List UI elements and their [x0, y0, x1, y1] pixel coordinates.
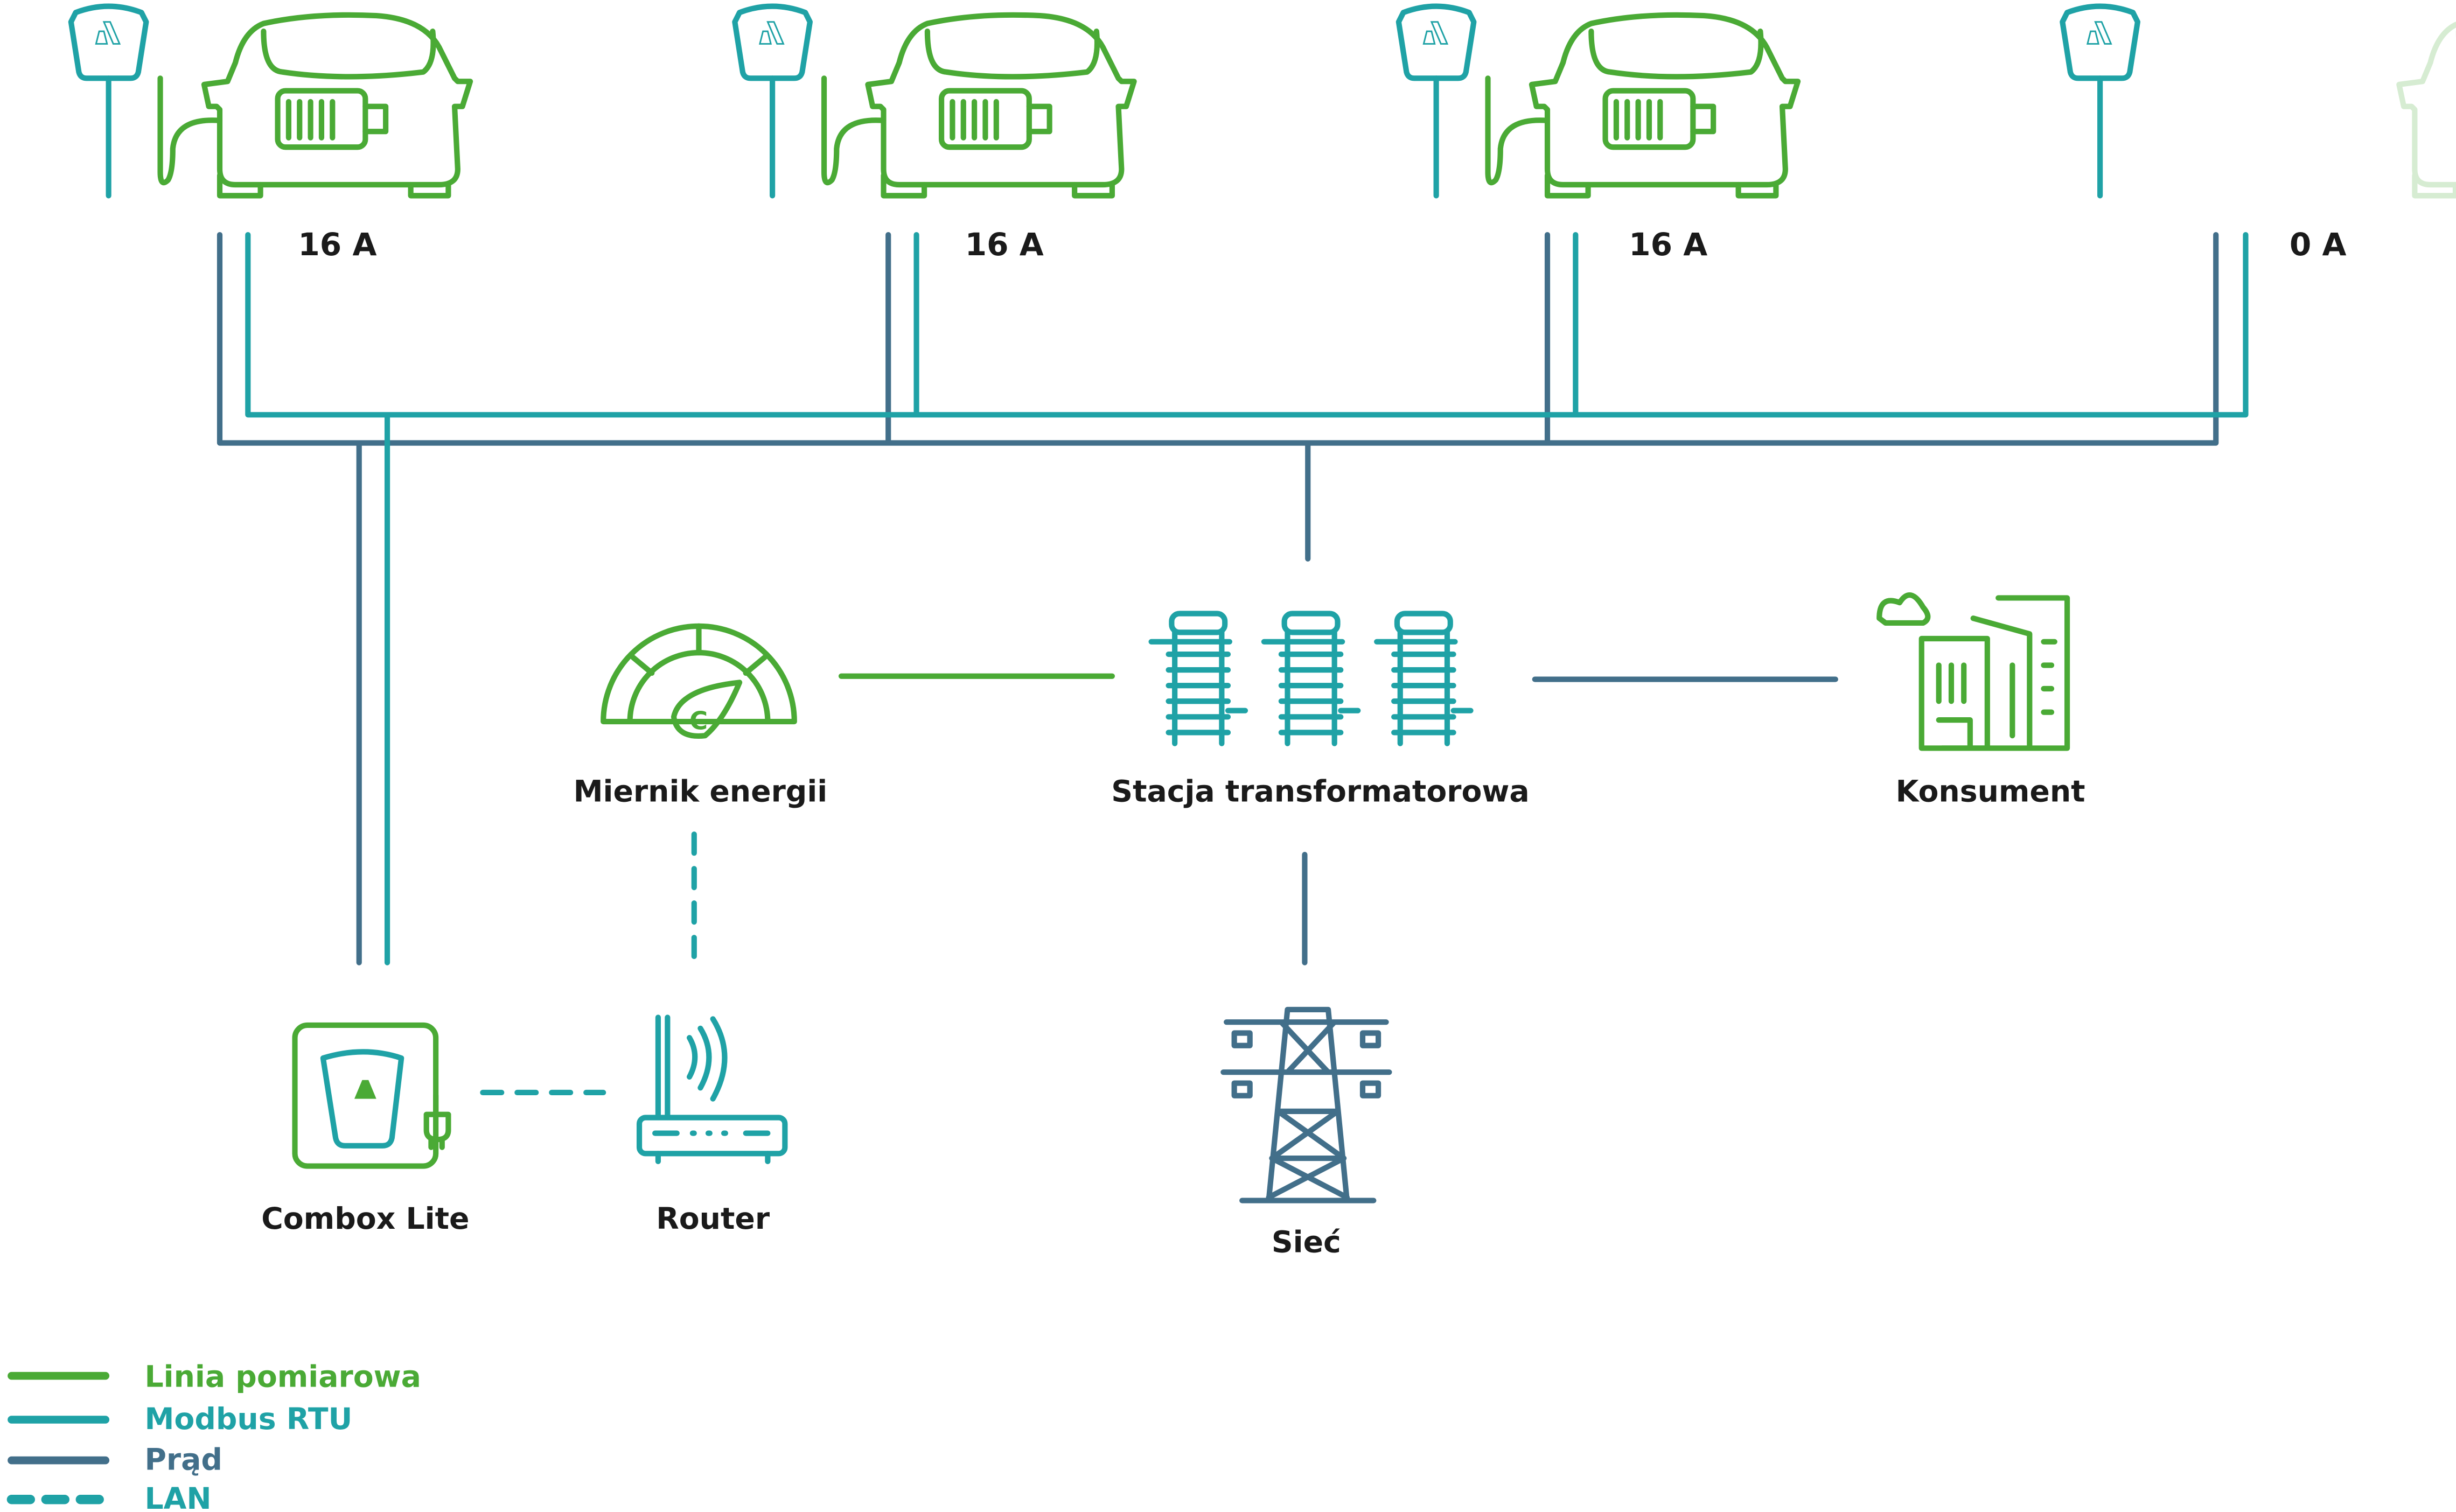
charger-station-3: 16 A: [1399, 6, 1798, 263]
router-icon: [636, 1014, 788, 1164]
charger-icon: [1399, 6, 1474, 196]
modbus-lines: [245, 232, 2249, 965]
legend-item-measurement: Linia pomiarowa: [8, 1360, 421, 1394]
charger-icon: [2062, 6, 2138, 196]
car-icon: [2399, 15, 2456, 196]
energy-meter-icon: C: [601, 623, 797, 739]
transformer-label: Stacja transformatorowa: [1111, 774, 1529, 809]
consumer-buildings-icon: [1876, 592, 2070, 751]
cable-icon: [824, 78, 883, 183]
charger-current: 16 A: [298, 226, 376, 263]
svg-text:C: C: [689, 706, 708, 736]
charger-station-2: 16 A: [735, 6, 1134, 263]
legend: Linia pomiarowa Modbus RTU Prąd LAN: [6, 1360, 421, 1512]
combox-label: Combox Lite: [261, 1202, 469, 1236]
cable-icon: [161, 78, 220, 183]
consumer-label: Konsument: [1896, 774, 2085, 809]
svg-text:LAN: LAN: [144, 1482, 211, 1512]
charger-station-1: 16 A: [71, 6, 470, 263]
car-icon: [1532, 15, 1798, 196]
car-icon: [204, 15, 470, 196]
power-lines: [217, 232, 2219, 965]
lan-lines: [480, 831, 697, 1096]
svg-text:Modbus RTU: Modbus RTU: [144, 1402, 352, 1437]
charger-station-4: 0 A: [2062, 6, 2456, 263]
charger-icon: [71, 6, 146, 196]
charger-current: 16 A: [1629, 226, 1707, 263]
legend-item-lan: LAN: [6, 1482, 212, 1512]
charger-icon: [735, 6, 810, 196]
combox-lite-icon: [292, 1022, 451, 1169]
legend-item-power: Prąd: [8, 1443, 222, 1478]
legend-item-modbus: Modbus RTU: [8, 1402, 352, 1437]
charger-current: 16 A: [965, 226, 1044, 263]
grid-label: Sieć: [1272, 1225, 1341, 1259]
svg-text:Prąd: Prąd: [144, 1443, 222, 1478]
meter-label: Miernik energii: [574, 774, 828, 809]
charger-current: 0 A: [2290, 226, 2347, 263]
svg-text:Linia pomiarowa: Linia pomiarowa: [144, 1360, 421, 1394]
car-icon: [868, 15, 1134, 196]
power-tower-icon: [1220, 1006, 1392, 1203]
cable-icon: [1488, 78, 1547, 183]
transformer-icon: [1148, 611, 1471, 743]
router-label: Router: [656, 1202, 770, 1236]
